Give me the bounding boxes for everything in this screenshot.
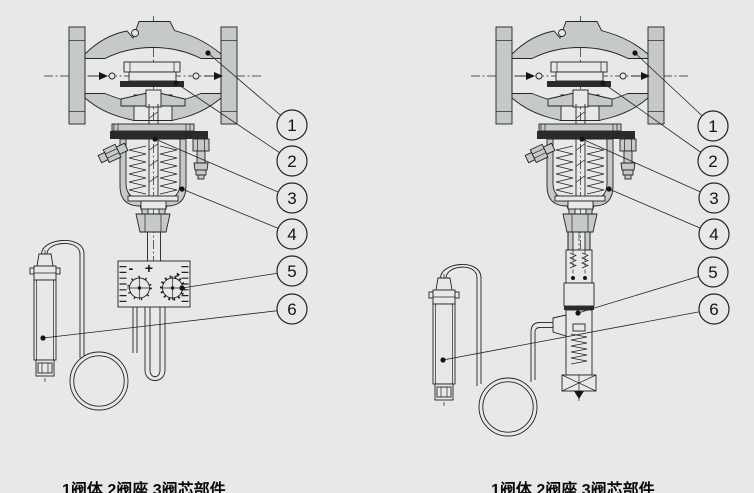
leader-lines-left	[40, 50, 293, 341]
callout-2-left: 2	[276, 145, 308, 177]
svg-text:5: 5	[287, 262, 296, 281]
svg-text:6: 6	[287, 300, 296, 319]
callout-6-left: 6	[276, 293, 308, 325]
minus-label: -	[129, 260, 134, 276]
adjuster-column-right	[552, 231, 597, 402]
connecting-tube-left	[147, 232, 161, 262]
callout-1-left: 1	[276, 109, 308, 141]
caption-right: 1阀体 2阀座 3阀芯部件 4阀盖 5调整器 6温包	[491, 443, 655, 493]
callout-5-right: 5	[697, 256, 729, 288]
figure-right: 1 2 3 4 5 6	[428, 15, 730, 437]
setpoint-knob-coarse	[127, 275, 152, 301]
svg-text:3: 3	[709, 189, 718, 208]
adjuster-tip	[574, 391, 584, 399]
callout-4-left: 4	[276, 218, 308, 250]
setpoint-adjuster: - +	[117, 260, 191, 308]
svg-text:1: 1	[287, 116, 296, 135]
plus-label: +	[145, 260, 153, 276]
callout-3-right: 3	[698, 182, 730, 214]
temperature-bulb-right	[428, 273, 460, 407]
callout-2-right: 2	[697, 145, 729, 177]
svg-text:3: 3	[287, 189, 296, 208]
svg-text:5: 5	[708, 263, 717, 282]
temperature-bulb-left	[29, 249, 61, 383]
caption-right-line1: 1阀体 2阀座 3阀芯部件	[491, 482, 655, 493]
svg-text:6: 6	[709, 300, 718, 319]
callout-5-left: 5	[276, 255, 308, 287]
bellows-box	[561, 374, 597, 392]
svg-text:1: 1	[708, 117, 717, 136]
capillary-tube-right	[440, 264, 553, 437]
capillary-port	[552, 314, 567, 337]
leader-lines-right	[440, 50, 715, 363]
svg-text:2: 2	[708, 152, 717, 171]
svg-text:2: 2	[287, 152, 296, 171]
caption-left: 1阀体 2阀座 3阀芯部件 4阀盖 5定点调整器 6温包	[62, 443, 242, 493]
callout-4-right: 4	[698, 218, 730, 250]
callout-6-right: 6	[698, 293, 730, 325]
caption-left-line1: 1阀体 2阀座 3阀芯部件	[62, 482, 226, 493]
thermostat-u-tube	[144, 307, 166, 381]
figure-left: - +	[29, 15, 308, 411]
svg-text:4: 4	[287, 225, 296, 244]
svg-text:4: 4	[709, 225, 718, 244]
callout-1-right: 1	[697, 110, 729, 142]
callout-3-left: 3	[276, 182, 308, 214]
capillary-tube-left	[41, 240, 138, 411]
